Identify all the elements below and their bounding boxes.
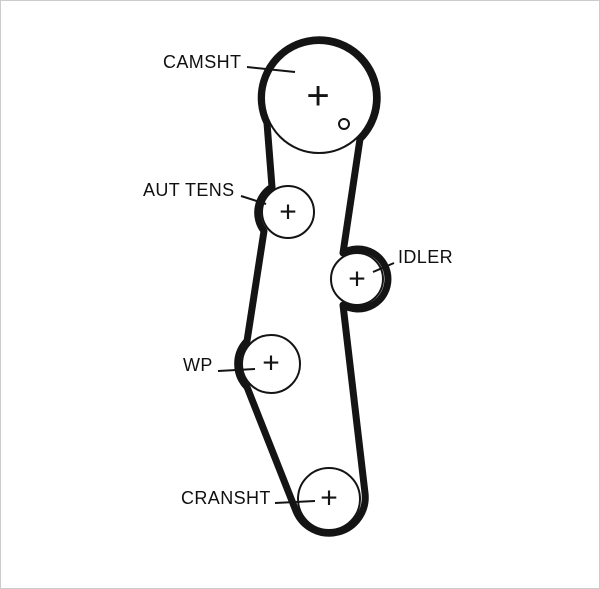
label-camshaft: CAMSHT bbox=[163, 52, 242, 72]
camsht-leader-line bbox=[246, 66, 296, 73]
timing-belt-path bbox=[234, 36, 392, 537]
wp-leader-line bbox=[217, 368, 256, 372]
idler-crosshair-icon: + bbox=[348, 263, 366, 296]
tensioner-pulley bbox=[261, 185, 315, 239]
label-aut-tens: AUT TENS bbox=[143, 180, 235, 200]
cransht-leader-line bbox=[274, 500, 316, 504]
aut-tens-leader-line bbox=[240, 195, 267, 205]
timing-mark-circle bbox=[338, 118, 350, 130]
idler-pulley bbox=[330, 252, 384, 306]
tensioner-crosshair-icon: + bbox=[279, 196, 297, 229]
crankshaft-crosshair-icon: + bbox=[320, 482, 338, 515]
label-water-pump: WP bbox=[183, 355, 213, 375]
camshaft-crosshair-icon: + bbox=[306, 74, 329, 118]
idler-leader-line bbox=[372, 262, 395, 273]
water-pump-pulley bbox=[241, 334, 301, 394]
label-crankshaft: CRANSHT bbox=[181, 488, 271, 508]
label-idler: IDLER bbox=[398, 247, 454, 267]
crankshaft-pulley bbox=[297, 467, 361, 531]
water-pump-crosshair-icon: + bbox=[262, 347, 280, 380]
